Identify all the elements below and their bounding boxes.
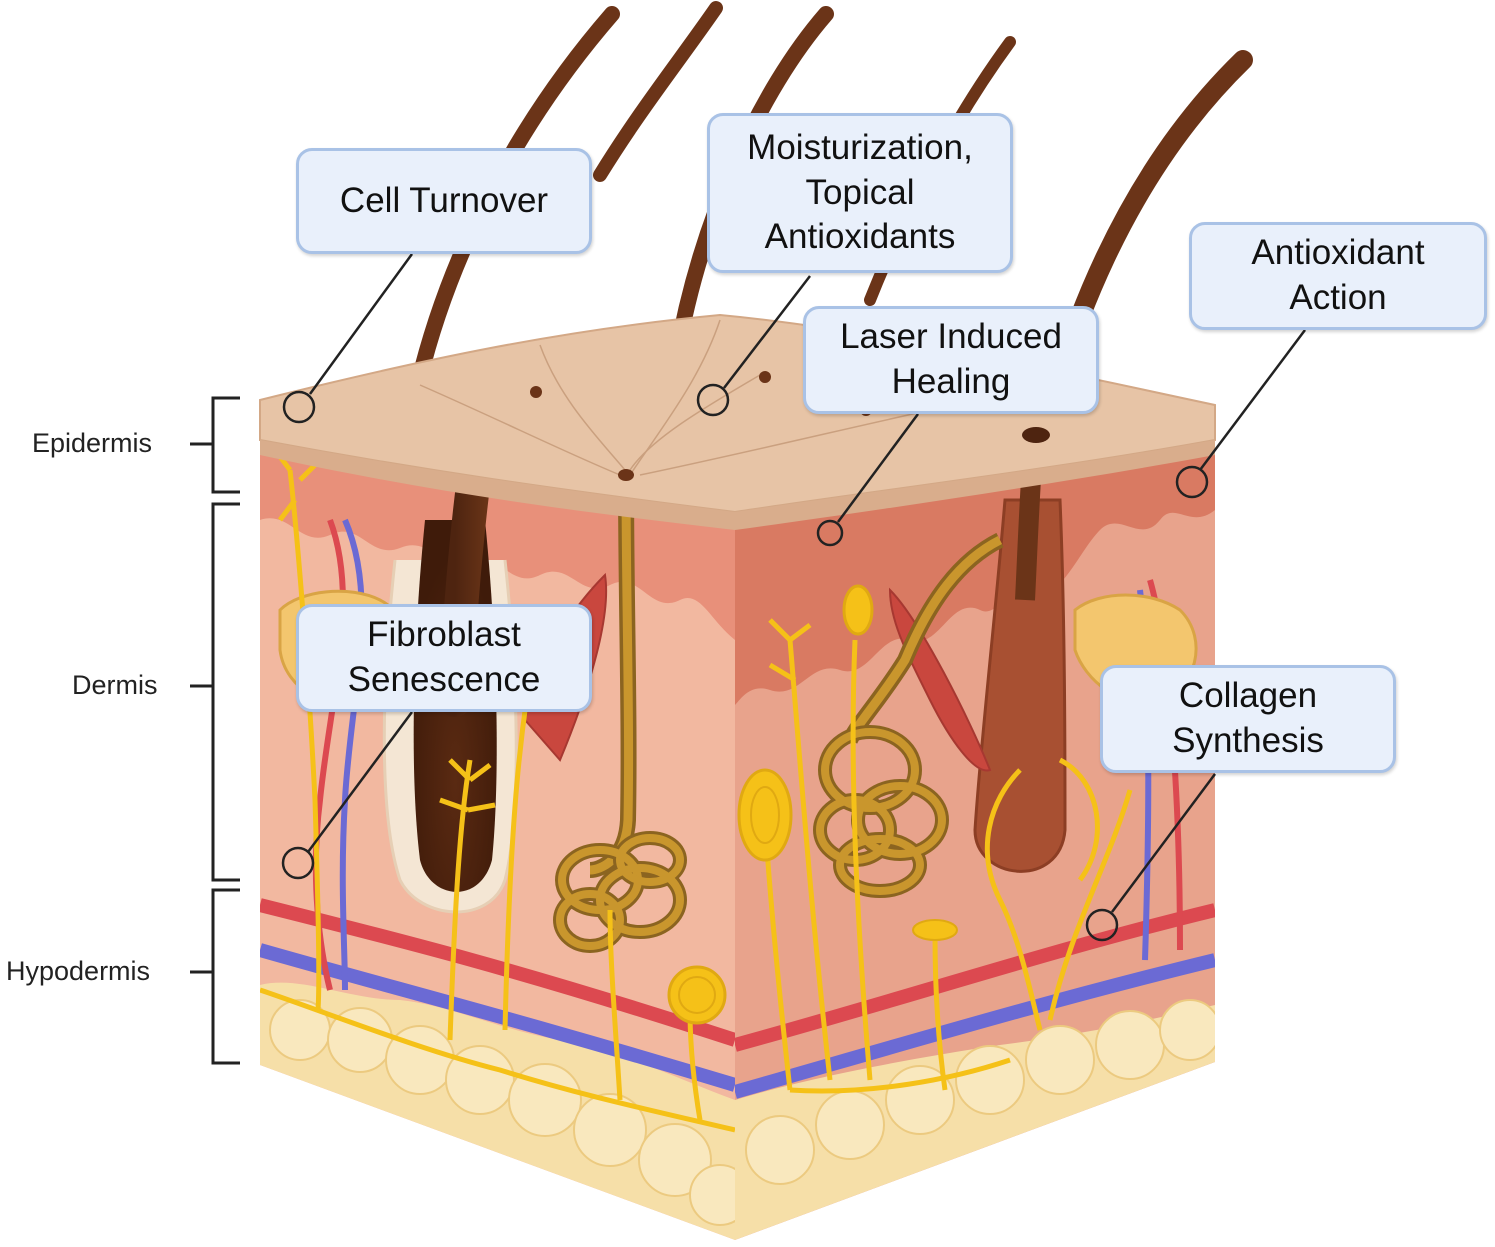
callout-moisturization-line-1: Moisturization, (747, 127, 973, 167)
epidermis-label: Epidermis (32, 428, 153, 458)
callout-collagen-line-1: Collagen (1178, 676, 1318, 716)
callout-fibroblast-line-1: Fibroblast (367, 615, 521, 655)
callout-cell-turnover: Cell Turnover (296, 148, 592, 254)
callout-laser-healing: Laser Induced Healing (803, 306, 1099, 414)
callout-fibroblast-senescence: Fibroblast Senescence (296, 604, 592, 712)
dermis-label: Dermis (72, 670, 158, 700)
right-face (735, 440, 1215, 1240)
callout-leaders (281, 253, 1306, 942)
layer-brackets (190, 396, 240, 1065)
callout-fibroblast-line-2: Senescence (347, 660, 541, 699)
callout-laser-healing-line-1: Laser Induced (840, 317, 1062, 357)
callout-moisturization: Moisturization, Topical Antioxidants (707, 113, 1013, 273)
callout-antioxidant-action-line-2: Action (1289, 278, 1387, 317)
callout-moisturization-line-3: Antioxidants (764, 217, 956, 257)
hypodermis-label: Hypodermis (6, 956, 151, 986)
callout-antioxidant-action-line-1: Antioxidant (1251, 233, 1425, 273)
callout-moisturization-line-2: Topical (805, 172, 915, 212)
callout-laser-healing-line-2: Healing (891, 362, 1011, 401)
callout-cell-turnover-line-1: Cell Turnover (339, 180, 549, 220)
callout-collagen-line-2: Synthesis (1172, 721, 1324, 760)
callout-collagen-synthesis: Collagen Synthesis (1100, 665, 1396, 773)
callout-antioxidant-action: Antioxidant Action (1189, 222, 1487, 330)
